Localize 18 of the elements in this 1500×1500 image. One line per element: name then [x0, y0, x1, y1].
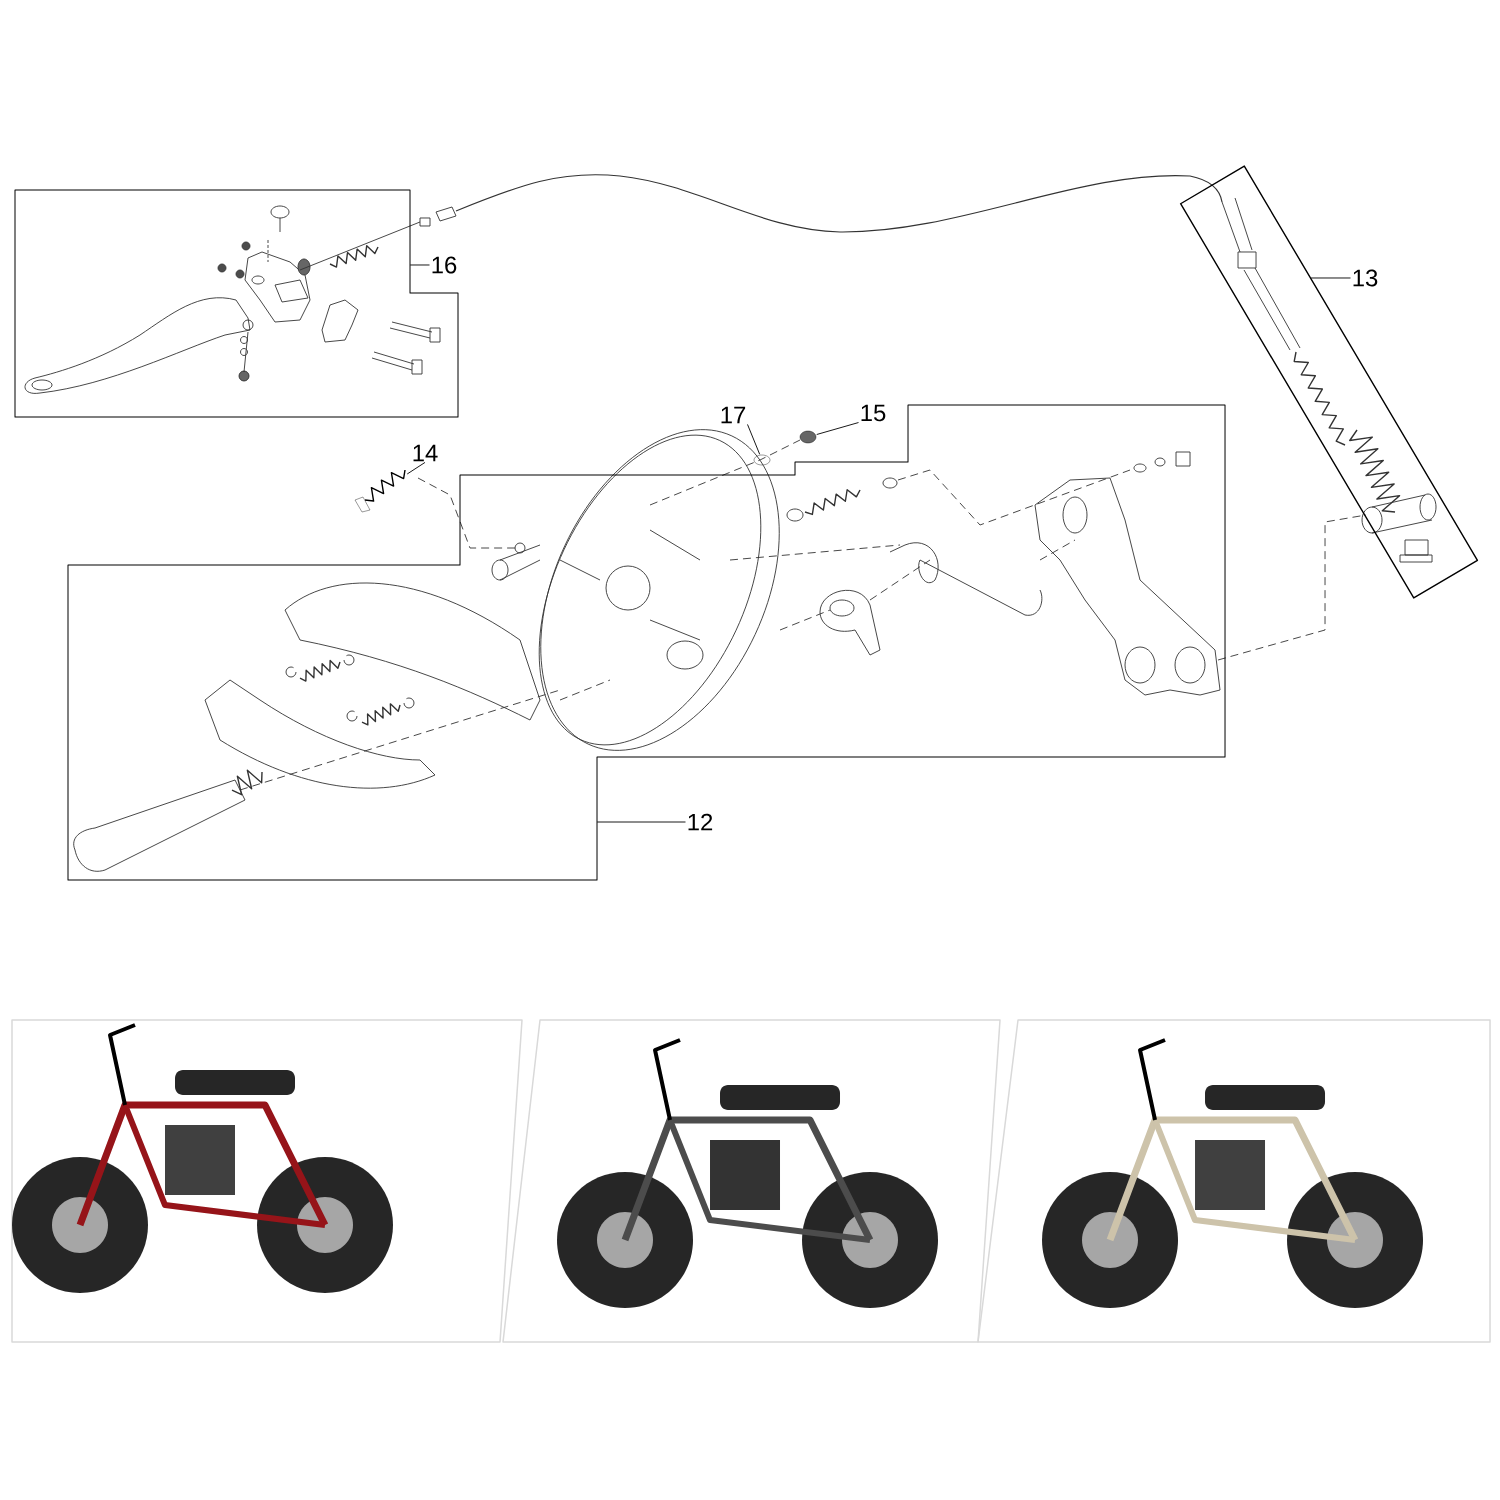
callout-number: 12	[688, 813, 713, 831]
group-frame	[1179, 165, 1479, 599]
leader-line	[1310, 277, 1351, 279]
group-frame	[67, 404, 1226, 881]
washer-drawing	[753, 454, 771, 466]
leader-line	[409, 264, 430, 266]
leader-line	[406, 462, 426, 475]
nut-drawing	[799, 430, 817, 444]
group-frame	[14, 189, 459, 418]
bolt-drawing	[354, 469, 406, 513]
callout-number: 13	[1353, 269, 1378, 287]
leader-line	[747, 424, 761, 455]
leader-line	[816, 422, 859, 435]
leader-line	[596, 821, 686, 823]
callout-number: 16	[432, 256, 457, 274]
callout-number: 17	[721, 406, 746, 424]
callout-number: 14	[413, 444, 438, 462]
callout-number: 15	[861, 404, 886, 422]
